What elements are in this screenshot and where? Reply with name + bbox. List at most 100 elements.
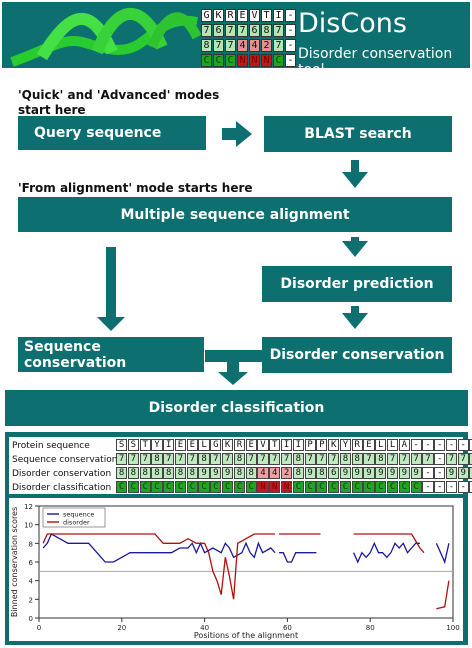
table-cell: C	[292, 481, 304, 493]
y-tick-label: 8	[29, 540, 33, 548]
table-cell: T	[269, 439, 281, 451]
table-cell: 9	[375, 467, 387, 479]
arrow-query-to-blast	[222, 121, 252, 147]
logo-grid-cell: K	[213, 9, 224, 22]
table-cell: 7	[280, 453, 293, 465]
table-cell: -	[422, 481, 434, 493]
table-cell: -	[469, 439, 472, 451]
table-cell: 8	[174, 467, 187, 479]
table-cell: C	[163, 481, 175, 493]
series-line-sequence	[42, 533, 276, 563]
arrow-blast-to-msa	[342, 160, 368, 188]
disorder-classification-box: Disorder classification	[5, 390, 468, 426]
table-cell: T	[139, 439, 151, 451]
table-cell: 6	[469, 453, 472, 465]
table-cell: 8	[375, 453, 387, 465]
logo-grid-cell: 7	[225, 24, 236, 37]
note-quick-advanced: 'Quick' and 'Advanced' modes start here	[18, 88, 220, 117]
table-cell: C	[351, 481, 363, 493]
table-cell: 7	[116, 453, 128, 465]
table-cell: 9	[398, 467, 410, 479]
logo-grid-cell: -	[285, 9, 296, 22]
y-tick-label: 0	[29, 615, 33, 623]
table-cell: -	[445, 481, 458, 493]
table-cell: 9	[339, 467, 352, 479]
table-cell: C	[386, 481, 399, 493]
table-cell: 7	[163, 453, 175, 465]
arrow-msa-to-prediction	[342, 237, 368, 257]
table-cell: 7	[139, 453, 151, 465]
table-cell: 8	[233, 453, 245, 465]
table-cell: 8	[316, 467, 328, 479]
table-cell: L	[198, 439, 210, 451]
table-cell: C	[328, 481, 340, 493]
table-cell: A	[398, 439, 410, 451]
logo-grid-cell: -	[285, 39, 296, 52]
table-cell: C	[139, 481, 151, 493]
table-cell: 7	[410, 453, 422, 465]
table-cell: 8	[139, 467, 151, 479]
table-cell: C	[316, 481, 328, 493]
logo-grid-cell: I	[273, 9, 284, 22]
table-cell: -	[434, 439, 446, 451]
table-cell: 7	[316, 453, 328, 465]
table-cell: 7	[186, 453, 198, 465]
series-line-sequence	[353, 541, 420, 564]
table-cell: 7	[245, 453, 257, 465]
table-cell: C	[198, 481, 210, 493]
x-tick-label: 60	[283, 624, 292, 632]
x-tick-label: 80	[366, 624, 375, 632]
table-cell: L	[386, 439, 399, 451]
table-cell: C	[127, 481, 139, 493]
table-cell: -	[434, 467, 446, 479]
table-cell: -	[422, 467, 434, 479]
table-cell: 6	[328, 467, 340, 479]
table-cell: 9	[351, 467, 363, 479]
logo-grid-cell: 7	[213, 39, 224, 52]
logo-grid-cell: 8	[201, 39, 212, 52]
table-cell: -	[445, 439, 458, 451]
table-cell: 7	[398, 453, 410, 465]
y-tick-label: 2	[29, 596, 33, 604]
table-cell: C	[222, 481, 234, 493]
table-cell: C	[151, 481, 163, 493]
legend-label-sequence: sequence	[63, 511, 94, 519]
logo-grid-cell: 2	[261, 39, 272, 52]
logo-grid-cell: C	[213, 54, 224, 67]
series-line-disorder	[42, 533, 275, 600]
table-cell: 9	[410, 467, 422, 479]
table-cell: C	[233, 481, 245, 493]
table-cell: P	[316, 439, 328, 451]
logo-grid-cell: 7	[273, 24, 284, 37]
x-axis-label: Positions of the alignment	[194, 631, 298, 640]
logo-grid-cell: N	[249, 54, 260, 67]
table-cell: 8	[116, 467, 128, 479]
table-cell: C	[174, 481, 187, 493]
table-cell: C	[210, 481, 222, 493]
logo-grid-cell: 6	[213, 24, 224, 37]
logo-grid-cell: C	[225, 54, 236, 67]
table-cell: C	[410, 481, 422, 493]
sequence-conservation-box: Sequence conservation	[18, 337, 204, 372]
logo-grid-cell: G	[201, 9, 212, 22]
logo-grid-cell: 7	[273, 39, 284, 52]
table-cell: S	[116, 439, 128, 451]
table-cell: 7	[457, 453, 469, 465]
table-cell: 4	[269, 467, 281, 479]
table-cell: 9	[198, 467, 210, 479]
disorder-conservation-box: Disorder conservation	[262, 337, 452, 373]
helix-logo-icon	[10, 7, 202, 67]
logo-grid-cell: 6	[249, 24, 260, 37]
table-cell: K	[222, 439, 234, 451]
app-subtitle: Disorder conservation tool	[298, 46, 453, 68]
